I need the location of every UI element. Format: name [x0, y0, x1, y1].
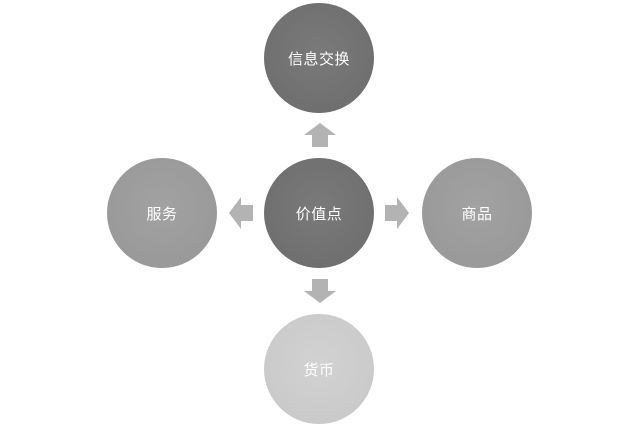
- node-label-service: 服务: [146, 204, 178, 223]
- node-currency: 货币: [264, 314, 374, 424]
- node-information-exchange: 信息交换: [264, 3, 374, 113]
- node-value-point: 价值点: [264, 158, 374, 268]
- node-label-information-exchange: 信息交换: [287, 49, 350, 68]
- node-label-value-point: 价值点: [295, 204, 343, 223]
- node-service: 服务: [107, 158, 217, 268]
- arrow-left-icon: [229, 197, 253, 229]
- arrow-right-icon: [385, 197, 409, 229]
- node-goods: 商品: [422, 158, 532, 268]
- arrow-up-icon: [304, 123, 336, 147]
- node-label-goods: 商品: [461, 204, 493, 223]
- node-label-currency: 货币: [303, 360, 335, 379]
- arrow-down-icon: [304, 279, 336, 303]
